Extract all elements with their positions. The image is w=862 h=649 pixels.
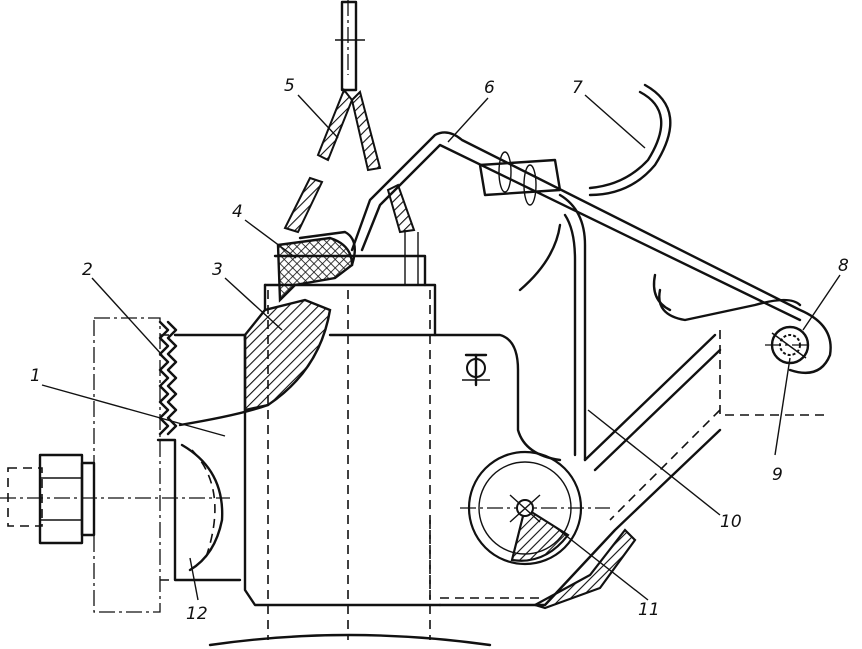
bolt-and-nut xyxy=(7,453,96,545)
link-plate xyxy=(609,273,830,521)
toothed-rack-2 xyxy=(158,320,178,436)
pivot-8 xyxy=(770,325,810,365)
seal-4 xyxy=(276,230,356,303)
flange-1 xyxy=(93,317,245,613)
gripper-5 xyxy=(283,0,416,234)
callout-3: 3 xyxy=(212,260,223,280)
leader-lines xyxy=(41,94,841,601)
callout-12: 12 xyxy=(186,604,208,624)
callout-8: 8 xyxy=(838,256,849,276)
pulley-11 xyxy=(467,450,583,566)
callout-5: 5 xyxy=(284,76,295,96)
base-bracket xyxy=(429,428,722,610)
small-fitting xyxy=(462,353,490,387)
seal-12 xyxy=(180,443,224,572)
callout-11: 11 xyxy=(638,600,660,620)
callout-10: 10 xyxy=(720,512,742,532)
lever-6 xyxy=(350,131,832,375)
arm-10 xyxy=(518,193,722,472)
callout-9: 9 xyxy=(772,465,783,485)
callout-2: 2 xyxy=(82,260,93,280)
callout-4: 4 xyxy=(232,202,243,222)
callout-6: 6 xyxy=(484,78,495,98)
callout-1: 1 xyxy=(30,366,41,386)
wedge-3 xyxy=(178,298,332,427)
callout-7: 7 xyxy=(572,78,583,98)
clip-7 xyxy=(478,83,672,206)
